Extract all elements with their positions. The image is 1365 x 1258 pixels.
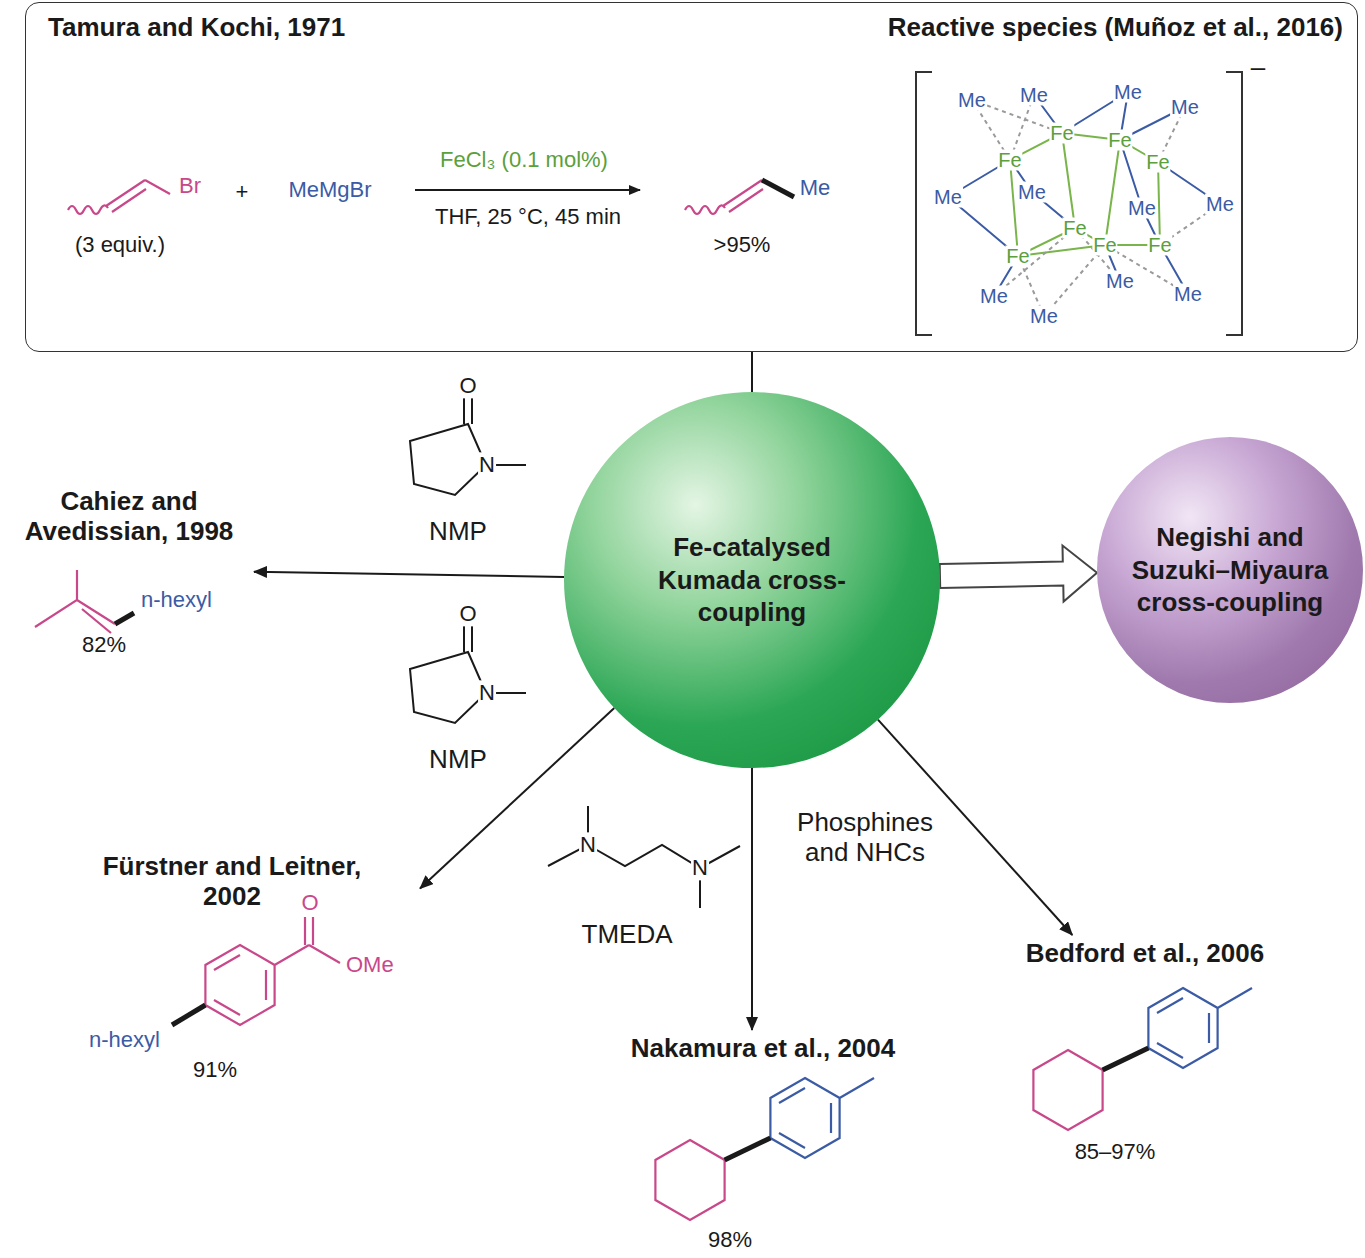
new-bond — [172, 1005, 205, 1025]
iron-cluster — [916, 72, 1242, 335]
atom-label: Me — [1170, 97, 1200, 118]
connector-arrow — [751, 768, 753, 1030]
nmp-bonds — [410, 398, 526, 495]
label: O — [458, 373, 477, 398]
label: N — [478, 680, 496, 705]
connector-arrow — [751, 352, 753, 392]
node-text: 91% — [193, 1057, 237, 1082]
me-fe-bonds — [948, 92, 1220, 296]
node-text: 82% — [82, 632, 126, 657]
extension-circle: Negishi and Suzuki–Miyaura cross-couplin… — [1097, 437, 1363, 703]
cahiez-product — [35, 570, 115, 633]
label: (3 equiv.) — [75, 232, 165, 257]
reagent-label: NMP — [418, 517, 498, 547]
benzoate-ring — [205, 917, 340, 1025]
atom-label: Me — [1019, 85, 1049, 106]
atom-label: Fe — [1147, 235, 1172, 256]
nmp-structure — [410, 626, 526, 723]
atom-label: Me — [1173, 284, 1203, 305]
reaction-panel: Tamura and Kochi, 1971 Reactive species (… — [25, 2, 1358, 352]
atom-label: Me — [957, 90, 987, 111]
atom-label: Me — [1113, 82, 1143, 103]
atom-label: Me — [1029, 306, 1059, 327]
label: N — [478, 452, 496, 477]
atom-label: Fe — [997, 150, 1022, 171]
vinyl-bromide — [68, 180, 170, 214]
node-text: n-hexyl — [88, 1027, 161, 1052]
atom-label: Me — [933, 187, 963, 208]
tmeda-structure — [548, 806, 740, 908]
result-group: Cahiez and Avedissian, 1998 n-hexyl 82% — [4, 485, 254, 670]
atom-label: Fe — [1005, 246, 1030, 267]
cyclohexyl-toluene — [1033, 988, 1252, 1130]
atom-label: Me — [1105, 271, 1135, 292]
result-group: Nakamura et al., 2004 98% — [600, 1030, 910, 1255]
node-text: O — [300, 890, 319, 915]
atom-label: Me — [1127, 198, 1157, 219]
heading: Cahiez and Avedissian, 1998 — [4, 487, 254, 547]
label: THF, 25 °C, 45 min — [435, 204, 621, 229]
label: + — [236, 179, 249, 204]
atom-label: Fe — [1092, 235, 1117, 256]
result-group: Bedford et al., 200685–97% — [995, 935, 1295, 1160]
node-text: OMe — [345, 952, 395, 977]
reagent-label: Phosphines and NHCs — [785, 808, 945, 868]
atom-label: Me — [1205, 194, 1235, 215]
node-text: 98% — [708, 1227, 752, 1252]
label: N — [691, 855, 709, 880]
label: N — [579, 832, 597, 857]
label: – — [1251, 53, 1265, 83]
reaction-arrow — [415, 189, 640, 191]
reagent-label: TMEDA — [562, 920, 692, 950]
label: Me — [799, 175, 832, 200]
product-alkene — [685, 180, 763, 214]
topic-circle: Fe-catalysed Kumada cross-coupling — [564, 392, 940, 768]
label: Br — [178, 173, 202, 198]
atom-label: Fe — [1107, 130, 1132, 151]
heading: Fe-catalysed Kumada cross-coupling — [645, 531, 860, 629]
heading: Tamura and Kochi, 1971 — [48, 13, 345, 43]
atom-label: Me — [979, 286, 1009, 307]
node-text: Reactive species (Muñoz et al., 2016) — [888, 13, 1343, 43]
heading: Negishi and Suzuki–Miyaura cross-couplin… — [1128, 521, 1333, 619]
atom-label: Me — [1017, 182, 1047, 203]
nmp-structure — [410, 398, 526, 495]
cyclohexyl-toluene — [655, 1078, 874, 1220]
result-group: Fürstner and Leitner, 2002O OMe n-hexyl 91% — [45, 850, 420, 1085]
connector-arrow — [254, 572, 564, 577]
label: O — [458, 601, 477, 626]
heading: Nakamura et al., 2004 — [631, 1034, 896, 1064]
label: FeCl₃ (0.1 mol%) — [440, 147, 608, 172]
heading: Fürstner and Leitner, 2002 — [72, 852, 392, 912]
node-text: 85–97% — [1075, 1139, 1156, 1164]
label: >95% — [714, 232, 771, 257]
atom-label: Fe — [1049, 123, 1074, 144]
reagent-label: NMP — [418, 745, 498, 775]
node-text: n-hexyl — [140, 587, 213, 612]
agostic-contacts — [972, 95, 1220, 316]
atom-label: Fe — [1145, 152, 1170, 173]
heading: Bedford et al., 2006 — [1026, 939, 1264, 969]
bracket — [916, 72, 1242, 335]
cyclohexyl-ring — [655, 1140, 724, 1220]
label: MeMgBr — [288, 177, 371, 202]
new-bond — [762, 180, 794, 197]
new-bond — [725, 1138, 771, 1160]
atom-label: Fe — [1062, 218, 1087, 239]
hollow-arrow — [940, 546, 1097, 602]
tolyl-ring — [770, 1078, 874, 1158]
connector-arrow — [420, 708, 614, 889]
new-bond — [115, 613, 134, 624]
